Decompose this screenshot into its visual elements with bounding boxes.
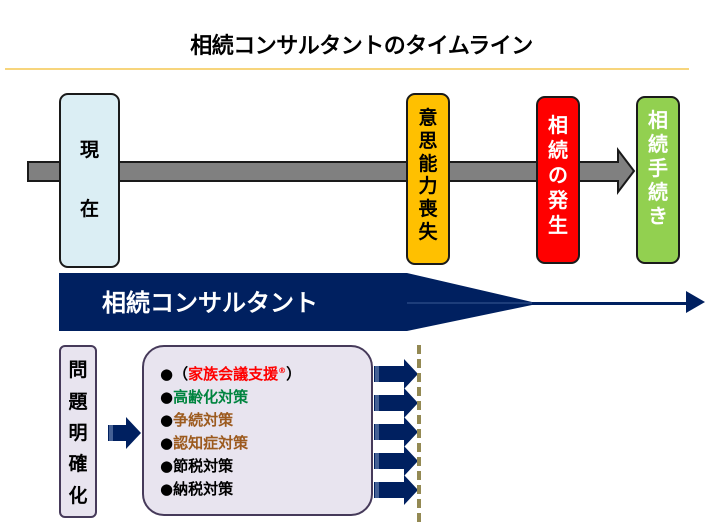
vertical-char: 明 [68,421,88,444]
bullet-icon: ● [160,365,174,383]
measure-item: ●高齢化対策 [160,386,371,409]
registered-mark: ® [278,366,287,375]
vertical-char: 続 [548,138,568,162]
vertical-char: 思 [418,129,438,152]
issue-clarification-box: 問題明確化 [59,345,97,518]
milestone-procedures: 相続手続き [636,96,680,264]
vertical-char: 手 [648,156,668,180]
measure-label: 争続対策 [173,411,234,429]
measure-label: 納税対策 [173,480,234,498]
measure-prefix: （ [173,365,189,383]
bullet-icon: ● [160,457,174,475]
vertical-char: 相 [548,113,568,137]
output-arrow [374,388,418,418]
vertical-char: 能 [418,152,438,175]
output-arrow [374,359,418,389]
bullet-icon: ● [160,411,174,429]
vertical-char: 化 [68,484,88,507]
vertical-char: 意 [418,107,438,129]
vertical-char: 在 [79,198,99,221]
vertical-char: 続 [648,180,668,204]
measures-box: ●（家族会議支援®）●高齢化対策●争続対策●認知症対策●節税対策●納税対策 [142,345,373,516]
output-arrow [374,417,418,447]
issue-to-measures-arrow [108,417,141,449]
title-underline [5,68,689,70]
measure-item: ●認知症対策 [160,432,371,455]
measure-label: 認知症対策 [173,434,249,452]
milestone-capacity-loss: 意思能力喪失 [406,93,450,265]
vertical-char: 相 [648,108,668,132]
vertical-char: 力 [418,175,438,198]
consultant-band [59,273,705,331]
output-arrow [374,446,418,476]
measure-item: ●争続対策 [160,409,371,432]
vertical-char: 喪 [418,198,438,221]
vertical-char: 問 [68,359,88,382]
measure-item: ●節税対策 [160,455,371,478]
measure-item: ●（家族会議支援®） [160,359,371,386]
vertical-char: 確 [68,453,88,476]
measure-label: 節税対策 [173,457,234,475]
vertical-char: き [648,204,668,228]
timeline-arrow [27,147,636,195]
bullet-icon: ● [160,388,174,406]
vertical-char: 発 [548,188,568,212]
vertical-char: 題 [68,390,88,413]
vertical-char: の [548,163,568,187]
vertical-char: 失 [418,220,438,243]
vertical-char: 生 [548,213,568,237]
measure-label: 家族会議支援 [188,365,279,383]
vertical-char: 続 [648,132,668,156]
measure-item: ●納税対策 [160,478,371,501]
consultant-band-label: 相続コンサルタント [102,289,318,317]
output-arrow [374,475,418,505]
measure-label: 高齢化対策 [173,388,249,406]
page-title: 相続コンサルタントのタイムライン [190,34,533,59]
vertical-char: 現 [79,138,99,161]
milestone-now: 現在 [59,93,120,268]
bullet-icon: ● [160,480,174,498]
milestone-inheritance-occurs: 相続の発生 [536,96,580,264]
bullet-icon: ● [160,434,174,452]
measure-suffix: ） [286,365,302,383]
